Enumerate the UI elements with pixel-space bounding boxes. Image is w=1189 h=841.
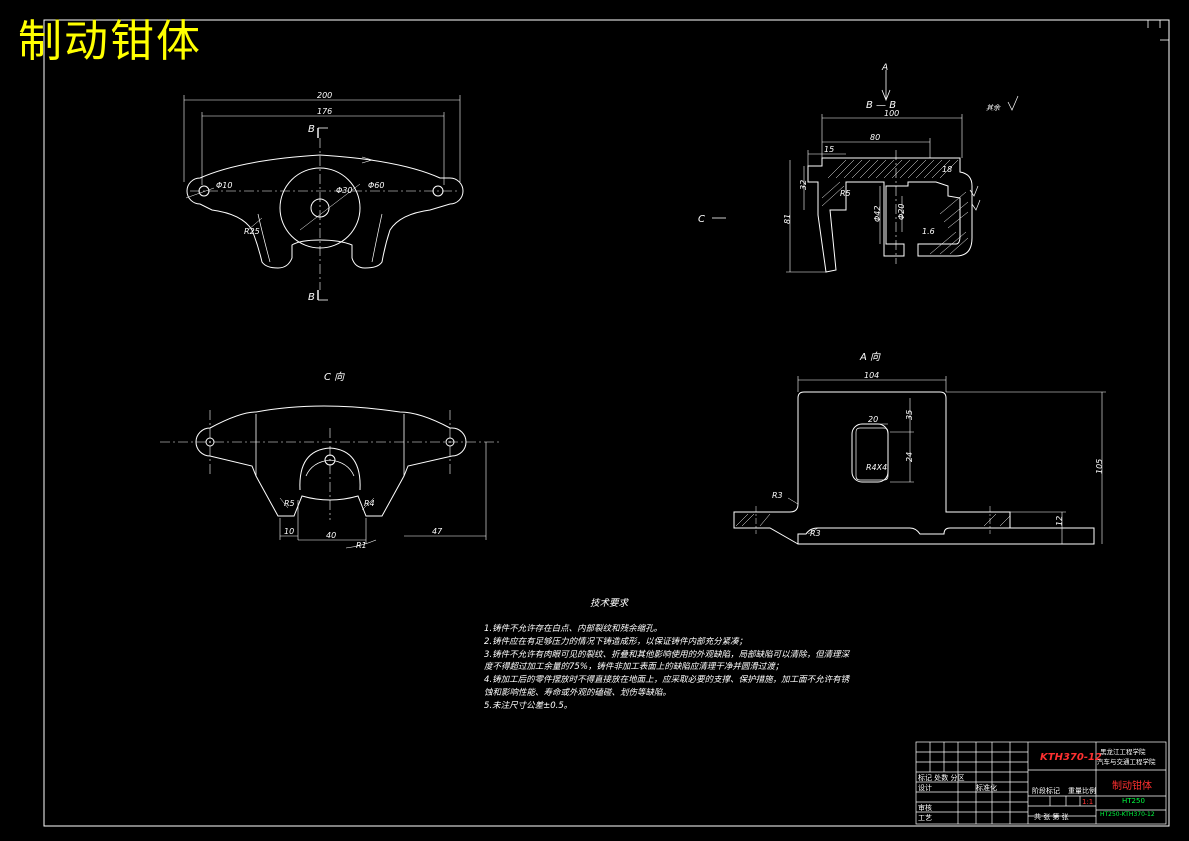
- dim-r4x4: R4X4: [866, 463, 887, 472]
- tech-heading: 技术要求: [590, 598, 629, 609]
- tech-line-6: 蚀和影响性能、寿命或外观的磕碰、划伤等缺陷。: [484, 688, 672, 698]
- dim-35: 35: [905, 410, 914, 420]
- title-block: [915, 741, 1167, 825]
- dim-phi42: Φ42: [873, 206, 882, 222]
- dim-r25: R25: [244, 227, 260, 236]
- tb-row-mark: 标记 处数 分区: [918, 774, 965, 782]
- tech-line-3: 3.铸件不允许有肉眼可见的裂纹、折叠和其他影响使用的外观缺陷，局部缺陷可以清除，…: [484, 650, 850, 660]
- part-code: HT250-KTH370-12: [1100, 811, 1155, 818]
- dim-r4-c: R4: [364, 499, 375, 508]
- tech-line-5: 4.铸加工后的零件摆放时不得直接放在地面上，应采取必要的支撑、保护措施，加工面不…: [484, 675, 850, 685]
- section-label-bb: B — B: [866, 100, 896, 111]
- dim-phi30: Φ30: [336, 186, 352, 195]
- dim-phi60: Φ60: [368, 181, 384, 190]
- material-code: HT250: [1122, 797, 1145, 805]
- dim-10: 10: [284, 527, 294, 536]
- tb-scale: 比例: [1082, 787, 1096, 795]
- dim-r3-b: R3: [810, 529, 821, 538]
- tech-line-2: 2.铸件应在有足够压力的情况下铸造成形，以保证铸件内部充分紧凑；: [484, 637, 748, 647]
- section-mark-b-bottom: B: [308, 292, 315, 303]
- tb-row-design: 设计: [918, 784, 932, 792]
- tb-row-review: 审核: [918, 804, 932, 812]
- view-c: [160, 405, 500, 549]
- dim-r5-c: R5: [284, 499, 295, 508]
- dim-r3-a: R3: [772, 491, 783, 500]
- dim-24: 24: [905, 452, 914, 462]
- tech-line-4: 度不得超过加工余量的75%，铸件非加工表面上的缺陷应清理干净并圆滑过渡；: [484, 662, 784, 672]
- dim-200: 200: [317, 91, 332, 100]
- dim-12: 12: [1055, 516, 1064, 526]
- view-a: [733, 376, 1106, 545]
- main-view: [183, 95, 464, 301]
- dim-100: 100: [884, 109, 899, 118]
- drawing-frame: [43, 19, 1170, 827]
- dim-15: 15: [824, 145, 834, 154]
- view-label-a: A 向: [859, 351, 881, 363]
- tb-weight: 重量: [1068, 787, 1082, 795]
- view-label-c: C 向: [324, 371, 345, 383]
- roughness-note: 其余: [986, 104, 1001, 112]
- dim-1-6: 1.6: [922, 227, 935, 236]
- dim-104: 104: [864, 371, 879, 380]
- tb-row-process: 工艺: [918, 814, 932, 822]
- tb-stage: 阶段标记: [1032, 787, 1060, 795]
- school-line-1: 黑龙江工程学院: [1100, 748, 1146, 756]
- dim-20: 20: [868, 415, 878, 424]
- tech-line-7: 5.未注尺寸公差±0.5。: [484, 701, 573, 711]
- view-arrow-a: A: [881, 63, 888, 73]
- dim-176: 176: [317, 107, 332, 116]
- part-name: 制动钳体: [1112, 781, 1152, 792]
- school-line-2: 汽车与交通工程学院: [1097, 758, 1156, 766]
- dim-40: 40: [326, 531, 336, 540]
- tb-row-std: 标准化: [976, 784, 997, 792]
- section-mark-b-top: B: [308, 124, 315, 135]
- dim-r5-section: R5: [840, 189, 851, 198]
- dim-32: 32: [799, 180, 808, 190]
- tech-line-1: 1.铸件不允许存在白点、内部裂纹和残余缩孔。: [484, 624, 663, 634]
- dim-80: 80: [870, 133, 880, 142]
- dim-phi20: Φ20: [897, 204, 906, 220]
- dim-47: 47: [432, 527, 443, 536]
- view-arrow-c: C: [698, 214, 705, 225]
- drawing-number: KTH370-12: [1040, 752, 1102, 763]
- dim-105: 105: [1095, 459, 1104, 474]
- dim-18: 18: [942, 165, 952, 174]
- drawing-title: 制动钳体: [18, 16, 202, 67]
- dim-81: 81: [783, 214, 792, 224]
- tb-sheets: 共 张 第 张: [1034, 813, 1069, 821]
- section-view-bb: [712, 70, 1019, 273]
- dim-r1: R1: [356, 541, 367, 550]
- dim-phi10: Φ10: [216, 181, 232, 190]
- tb-scale-value: 1:1: [1082, 798, 1094, 806]
